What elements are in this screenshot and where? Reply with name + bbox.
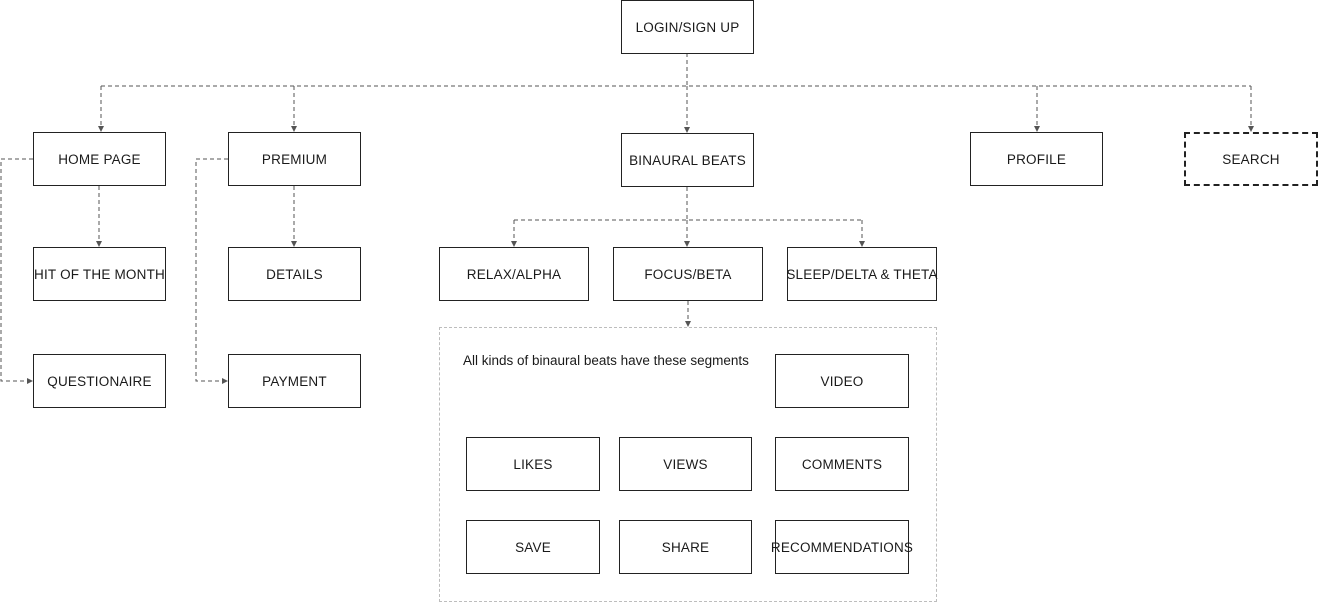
profile-node: PROFILE: [970, 132, 1103, 186]
relax-alpha-node: RELAX/ALPHA: [439, 247, 589, 301]
premium-node: PREMIUM: [228, 132, 361, 186]
share-node: SHARE: [619, 520, 752, 574]
home-page-node: HOME PAGE: [33, 132, 166, 186]
sleep-delta-theta-node: SLEEP/DELTA & THETA: [786, 247, 937, 301]
payment-node: PAYMENT: [228, 354, 361, 408]
connector-home-to-questionaire: [0, 158, 33, 384]
comments-node: COMMENTS: [775, 437, 909, 491]
focus-beta-node: FOCUS/BETA: [613, 247, 763, 301]
segments-note: All kinds of binaural beats have these s…: [463, 353, 749, 368]
questionaire-node: QUESTIONAIRE: [33, 354, 166, 408]
likes-node: LIKES: [466, 437, 600, 491]
connector-premium-to-payment: [195, 158, 228, 384]
binaural-beats-node: BINAURAL BEATS: [621, 133, 754, 187]
hit-of-the-month-node: HIT OF THE MONTH: [33, 247, 166, 301]
recommendations-node: RECOMMENDATIONS: [771, 520, 913, 574]
views-node: VIEWS: [619, 437, 752, 491]
details-node: DETAILS: [228, 247, 361, 301]
save-node: SAVE: [466, 520, 600, 574]
search-node: SEARCH: [1184, 132, 1318, 186]
login-signup-node: LOGIN/SIGN UP: [621, 0, 754, 54]
video-node: VIDEO: [775, 354, 909, 408]
